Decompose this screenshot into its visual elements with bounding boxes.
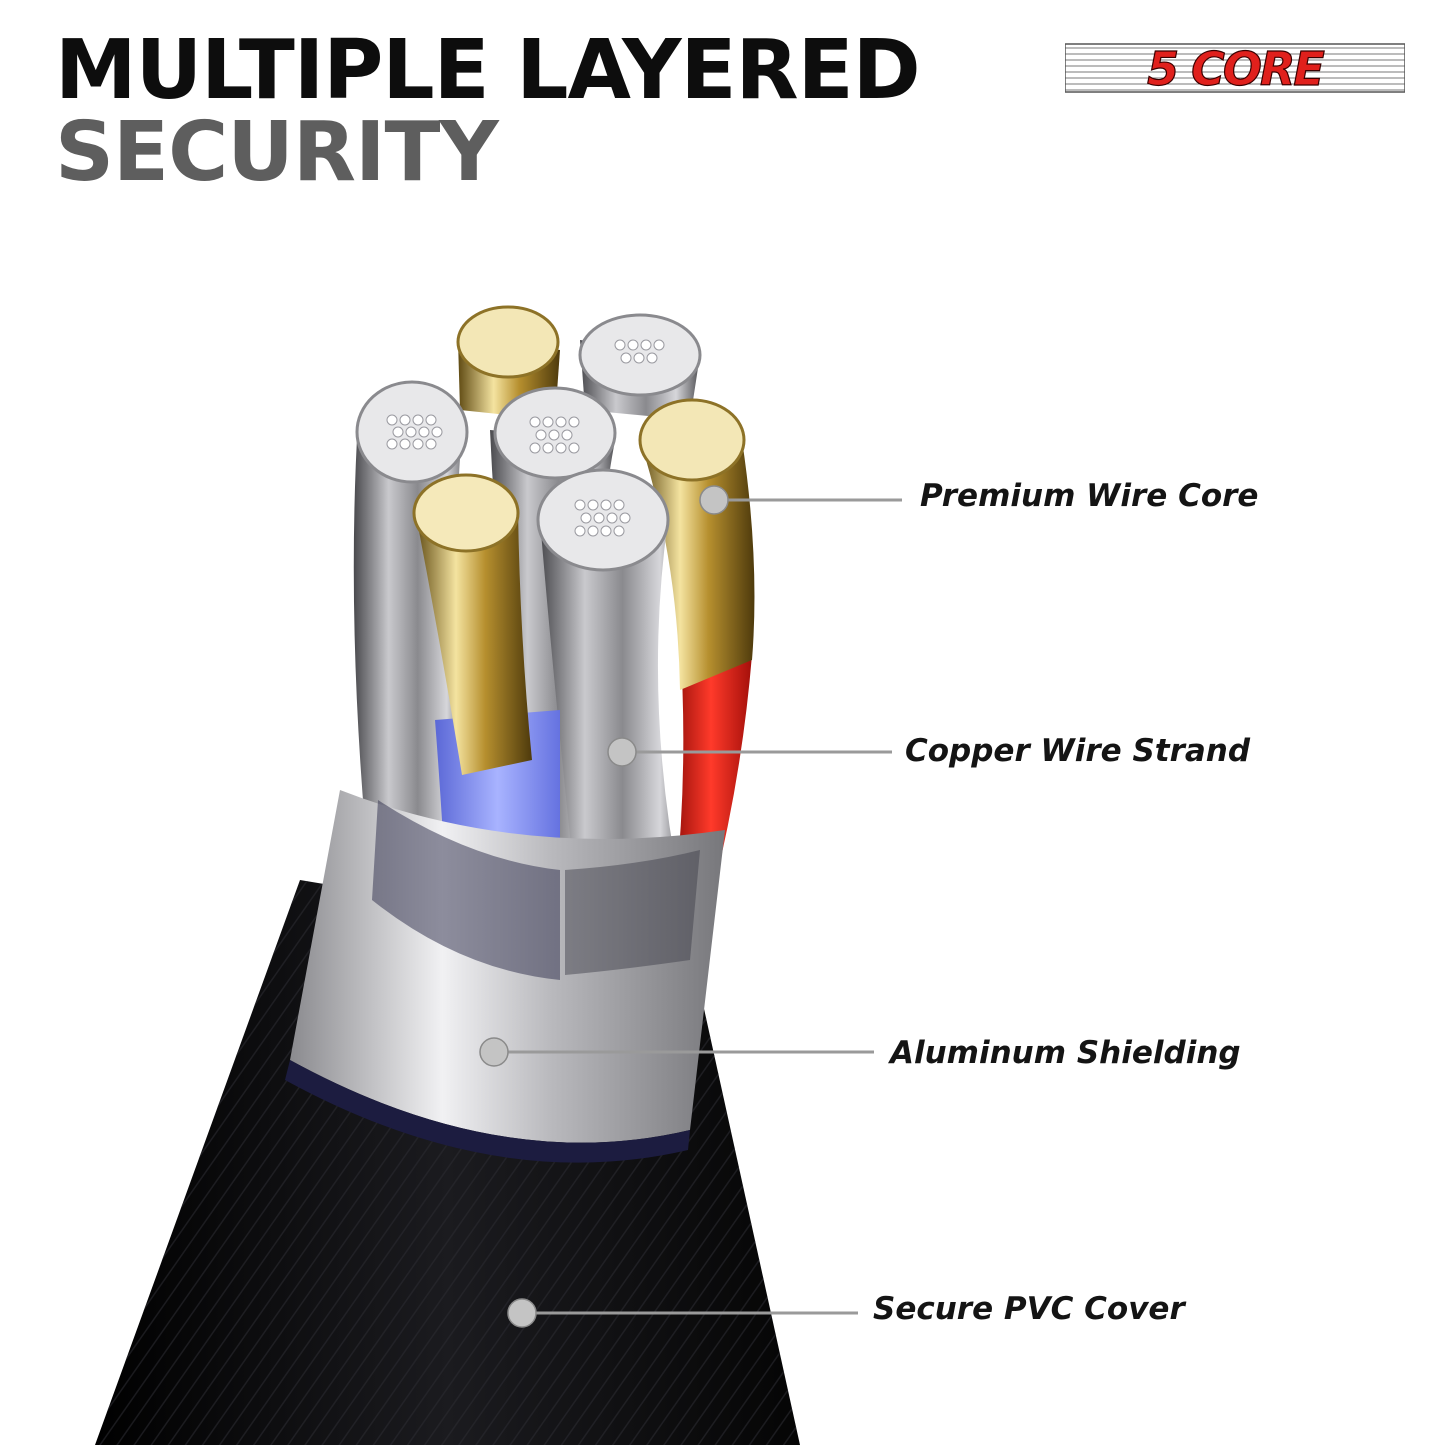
callout-label-copper-strand: Copper Wire Strand: [905, 733, 1251, 769]
callout-label-premium-core: Premium Wire Core: [920, 478, 1259, 514]
aluminum-shield: [285, 790, 725, 1163]
page-title: MULTIPLE LAYERED SECURITY: [55, 23, 921, 200]
brand-logo: 5 CORE: [1065, 42, 1405, 94]
callout-label-aluminum-shield: Aluminum Shielding: [890, 1035, 1241, 1071]
callout-label-pvc-cover: Secure PVC Cover: [873, 1291, 1185, 1327]
cable-illustration: [95, 305, 800, 1445]
logo-text: 5 CORE: [1147, 42, 1324, 94]
title-line-1: MULTIPLE LAYERED: [55, 23, 921, 118]
title-line-2: SECURITY: [55, 105, 499, 200]
